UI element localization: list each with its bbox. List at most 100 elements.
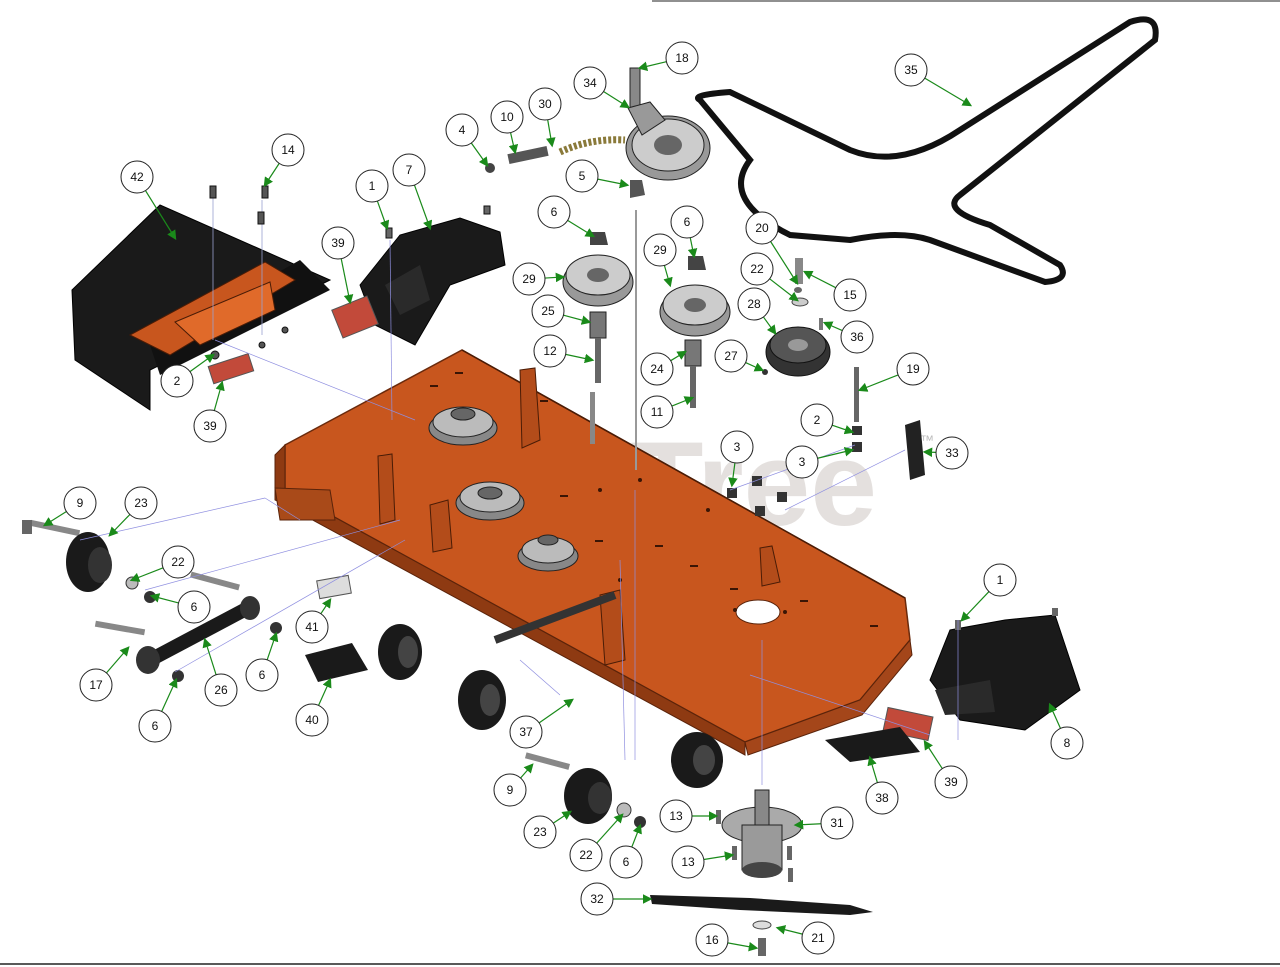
callout-leader — [520, 763, 534, 779]
callout-label: 26 — [214, 683, 228, 697]
callout-label: 34 — [583, 76, 597, 90]
callout-29: 29 — [643, 233, 677, 288]
callout-circle — [124, 486, 158, 520]
callout-34: 34 — [573, 66, 631, 109]
callout-3: 3 — [785, 445, 855, 479]
callout-leader — [637, 61, 667, 72]
callout-label: 22 — [750, 262, 764, 276]
callout-leader — [1048, 702, 1062, 729]
callout-circle — [740, 252, 774, 286]
callout-label: 3 — [734, 440, 741, 454]
callout-circle — [204, 673, 238, 707]
callout-18: 18 — [637, 41, 699, 75]
callout-31: 31 — [793, 806, 854, 840]
callout-leader — [42, 511, 67, 527]
callout-circle — [295, 610, 329, 644]
callout-6: 6 — [138, 677, 178, 743]
callout-leader — [546, 119, 556, 148]
callout-label: 27 — [724, 349, 738, 363]
callout-17: 17 — [79, 646, 130, 702]
callout-label: 39 — [944, 775, 958, 789]
callout-19: 19 — [857, 352, 930, 392]
callout-23: 23 — [523, 810, 572, 849]
callout-leader — [960, 591, 990, 622]
callout-label: 11 — [651, 405, 664, 419]
callout-1: 1 — [960, 563, 1017, 622]
callout-leader — [597, 178, 630, 189]
callout-12: 12 — [533, 334, 595, 368]
idler-pulley-29-left — [562, 254, 634, 307]
belt-cover-left — [359, 217, 506, 346]
callout-circle — [295, 703, 329, 737]
callout-label: 28 — [747, 297, 761, 311]
callout-leader — [552, 810, 572, 824]
spindle-assembly-31 — [721, 789, 803, 878]
callout-label: 32 — [590, 892, 604, 906]
callout-circle — [177, 590, 211, 624]
callout-39: 39 — [321, 226, 355, 305]
callout-leader — [202, 637, 217, 675]
callout-label: 1 — [369, 179, 376, 193]
callout-label: 29 — [522, 272, 536, 286]
drive-belt — [695, 16, 1159, 286]
callout-leader — [770, 241, 799, 286]
callout-circle — [695, 923, 729, 957]
callout-circle — [865, 781, 899, 815]
callout-33: 33 — [922, 436, 969, 470]
callout-leader — [189, 353, 215, 373]
callout-label: 6 — [259, 668, 266, 682]
decal-38 — [825, 727, 920, 762]
callout-circle — [138, 709, 172, 743]
callout-leader — [596, 813, 624, 844]
callout-circle — [573, 66, 607, 100]
callout-circle — [533, 334, 567, 368]
callout-leader — [769, 278, 799, 302]
callout-35: 35 — [894, 53, 973, 107]
callout-leader — [144, 190, 177, 241]
callout-23: 23 — [108, 486, 158, 537]
callout-label: 7 — [406, 163, 413, 177]
callout-label: 23 — [134, 496, 148, 510]
callout-circle — [983, 563, 1017, 597]
callout-label: 35 — [904, 63, 918, 77]
wheel-23-left — [66, 532, 112, 592]
callout-circle — [714, 339, 748, 373]
drive-pulley-28 — [765, 326, 831, 377]
callout-16: 16 — [695, 923, 759, 957]
callout-24: 24 — [640, 350, 688, 386]
callout-27: 27 — [714, 339, 765, 373]
callout-label: 38 — [875, 791, 889, 805]
callout-leader — [413, 184, 433, 231]
callout-5: 5 — [565, 159, 630, 193]
callout-leader — [687, 237, 698, 259]
callout-circle — [79, 668, 113, 702]
callout-leader — [263, 163, 280, 188]
callout-leader — [924, 77, 973, 107]
callout-30: 30 — [528, 87, 562, 148]
callout-leader — [603, 91, 631, 109]
callout-14: 14 — [263, 133, 305, 188]
callout-circle — [512, 262, 546, 296]
callout-circle — [537, 195, 571, 229]
callout-label: 13 — [681, 855, 695, 869]
callout-circle — [737, 287, 771, 321]
callout-label: 6 — [191, 600, 198, 614]
callout-leader — [670, 350, 688, 362]
callout-25: 25 — [531, 294, 592, 328]
callout-leader — [266, 631, 279, 661]
callout-circle — [640, 352, 674, 386]
callout-circle — [445, 113, 479, 147]
callout-label: 3 — [799, 455, 806, 469]
callout-leader — [867, 755, 878, 783]
callout-leader — [793, 819, 822, 830]
callout-circle — [1050, 726, 1084, 760]
callout-21: 21 — [775, 921, 835, 955]
callout-label: 2 — [174, 374, 181, 388]
callout-29: 29 — [512, 262, 566, 296]
callout-label: 9 — [77, 496, 84, 510]
callout-38: 38 — [865, 755, 899, 815]
callout-label: 18 — [675, 51, 689, 65]
callout-1: 1 — [355, 169, 390, 231]
